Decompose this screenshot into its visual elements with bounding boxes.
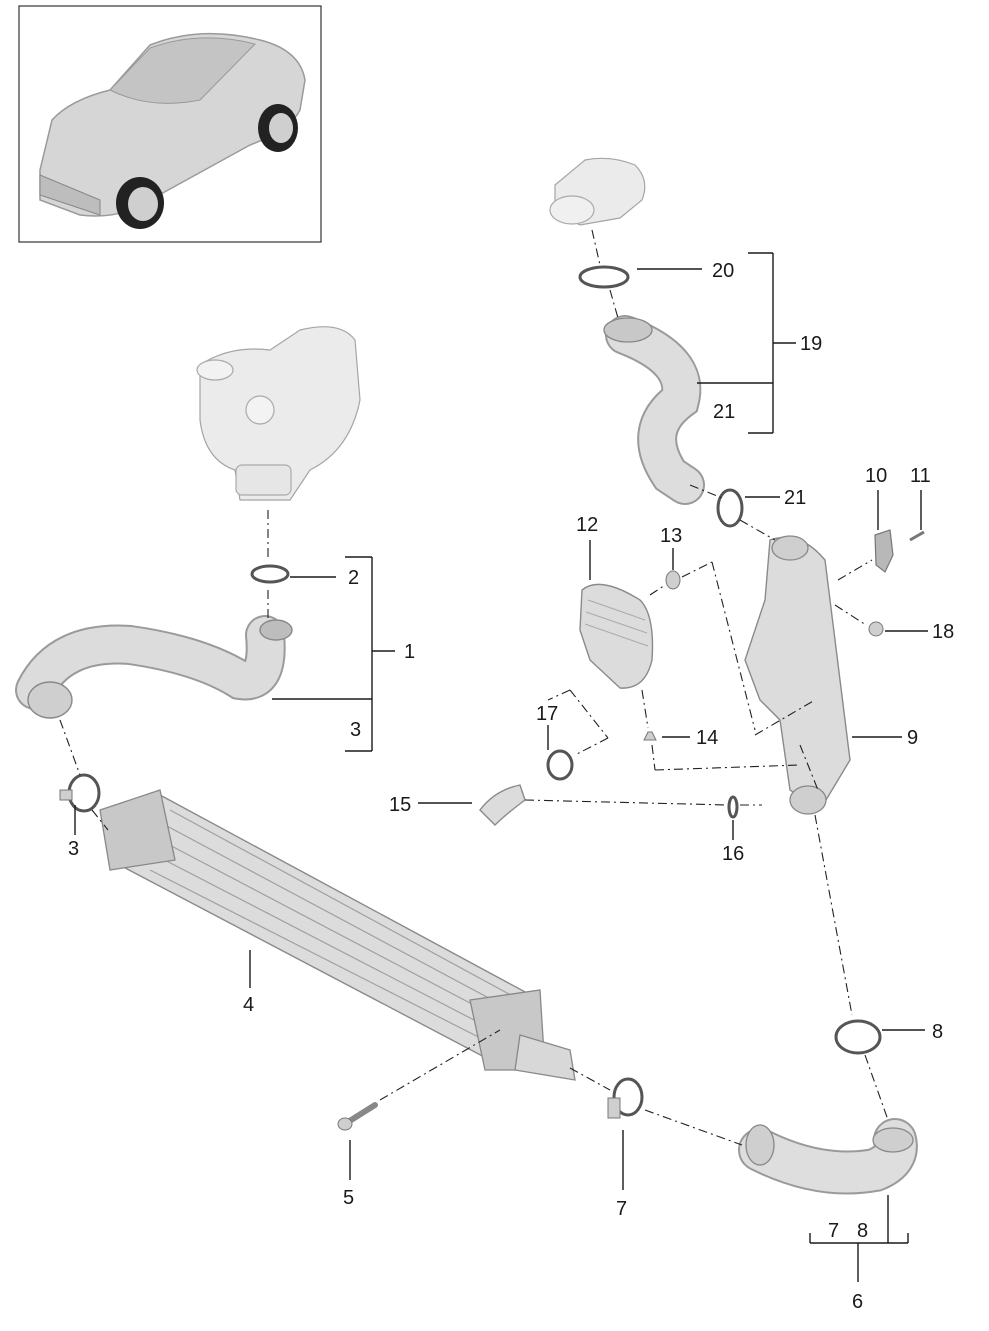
label-21a: 21 <box>713 401 735 423</box>
sealing-ring-20 <box>578 265 630 289</box>
hose-clamp-3 <box>59 773 101 813</box>
label-14: 14 <box>696 727 718 749</box>
label-10: 10 <box>865 465 887 487</box>
leader-lines <box>74 252 928 1282</box>
label-19: 19 <box>800 333 822 355</box>
elbow-hose-15 <box>479 784 526 826</box>
sensor-10 <box>874 529 894 573</box>
label-21b: 21 <box>784 487 806 509</box>
label-18: 18 <box>932 621 954 643</box>
bolt-5 <box>337 1102 378 1131</box>
sealing-ring-21 <box>716 488 744 528</box>
hose-clamp-7 <box>607 1077 644 1119</box>
label-11: 11 <box>910 465 931 487</box>
label-6: 6 <box>852 1291 863 1313</box>
charge-air-pipe <box>744 535 851 815</box>
label-7b: 7 <box>828 1220 839 1242</box>
o-ring-16 <box>727 795 739 819</box>
charge-hose <box>15 615 293 719</box>
vehicle-thumbnail <box>18 5 322 243</box>
resonator-12 <box>579 583 654 689</box>
grommet-13 <box>665 570 681 590</box>
hose-clamp-2 <box>250 564 290 584</box>
label-8a: 8 <box>932 1021 943 1043</box>
label-13: 13 <box>660 525 682 547</box>
label-3b: 3 <box>68 838 79 860</box>
intercooler <box>99 789 576 1081</box>
label-1: 1 <box>404 641 415 663</box>
label-4: 4 <box>243 994 254 1016</box>
label-12: 12 <box>576 514 598 536</box>
label-17: 17 <box>536 703 558 725</box>
lower-charge-hose <box>738 1118 918 1195</box>
label-2: 2 <box>348 567 359 589</box>
hose-clamp-8 <box>834 1019 882 1055</box>
label-8b: 8 <box>857 1220 868 1242</box>
nut-14 <box>643 731 657 741</box>
label-7a: 7 <box>616 1198 627 1220</box>
turbocharger <box>196 326 361 501</box>
throttle-body <box>549 157 646 226</box>
upper-charge-hose <box>603 315 705 505</box>
hose-clamp-17 <box>546 749 574 781</box>
car-thumbnail-icon <box>39 32 306 229</box>
assembly-lines <box>59 229 889 1146</box>
part-labels: 1 2 3 3 4 5 7 8 7 8 6 20 19 21 21 10 11 … <box>68 260 954 1313</box>
nut-18 <box>868 621 884 637</box>
label-3a: 3 <box>350 719 361 741</box>
screw-11 <box>909 530 925 542</box>
label-15: 15 <box>389 794 411 816</box>
label-20: 20 <box>712 260 734 282</box>
label-9: 9 <box>907 727 918 749</box>
label-5: 5 <box>343 1187 354 1209</box>
label-16: 16 <box>722 843 744 865</box>
